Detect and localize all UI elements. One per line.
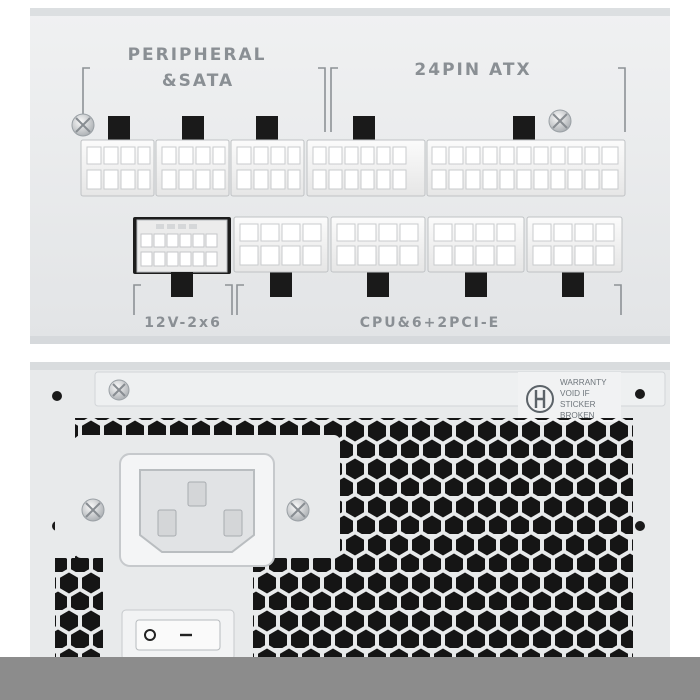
ac-power-inlet[interactable] bbox=[119, 453, 275, 567]
peripheral-sata-connectors bbox=[80, 116, 535, 197]
cpu-pcie-socket bbox=[330, 216, 426, 273]
screw-icon bbox=[286, 498, 310, 522]
sata-socket bbox=[230, 139, 305, 197]
screw-icon bbox=[548, 109, 572, 133]
cpu-pcie-socket bbox=[526, 216, 623, 273]
label-24pin-atx: 24PIN ATX bbox=[414, 60, 531, 80]
gpu-12v-2x6-connector bbox=[133, 217, 231, 297]
screw-icon bbox=[108, 379, 130, 401]
warranty-sticker: WARRANTY VOID IF STICKER BROKEN bbox=[518, 372, 621, 422]
atx-24pin-connector bbox=[306, 139, 626, 197]
peripheral-socket bbox=[80, 139, 155, 197]
power-switch[interactable] bbox=[121, 609, 235, 661]
sata-socket bbox=[155, 139, 230, 197]
label-12v-2x6: 12V-2x6 bbox=[144, 315, 222, 331]
warranty-line-1: WARRANTY bbox=[560, 378, 607, 387]
bottom-overlay-bar bbox=[0, 657, 700, 700]
label-peripheral: PERIPHERAL bbox=[128, 45, 267, 65]
brand-logo-icon bbox=[526, 385, 554, 413]
label-cpu-pcie: CPU&6+2PCI-E bbox=[360, 315, 500, 331]
warranty-line-4: BROKEN bbox=[560, 411, 595, 420]
rear-panel: WARRANTY VOID IF STICKER BROKEN bbox=[30, 362, 670, 662]
switch-off-icon bbox=[144, 629, 156, 641]
screw-icon bbox=[71, 113, 95, 137]
cpu-pcie-socket bbox=[233, 216, 329, 273]
cpu-pcie-socket bbox=[427, 216, 525, 273]
warranty-line-3: STICKER bbox=[560, 400, 596, 409]
label-brackets bbox=[82, 67, 626, 315]
label-sata: &SATA bbox=[162, 71, 234, 91]
cpu-pcie-connectors bbox=[233, 216, 623, 297]
warranty-line-2: VOID IF bbox=[560, 389, 590, 398]
screw-icon bbox=[81, 498, 105, 522]
modular-panel: PERIPHERAL &SATA 24PIN ATX 12V-2x6 CPU&6… bbox=[30, 8, 670, 344]
